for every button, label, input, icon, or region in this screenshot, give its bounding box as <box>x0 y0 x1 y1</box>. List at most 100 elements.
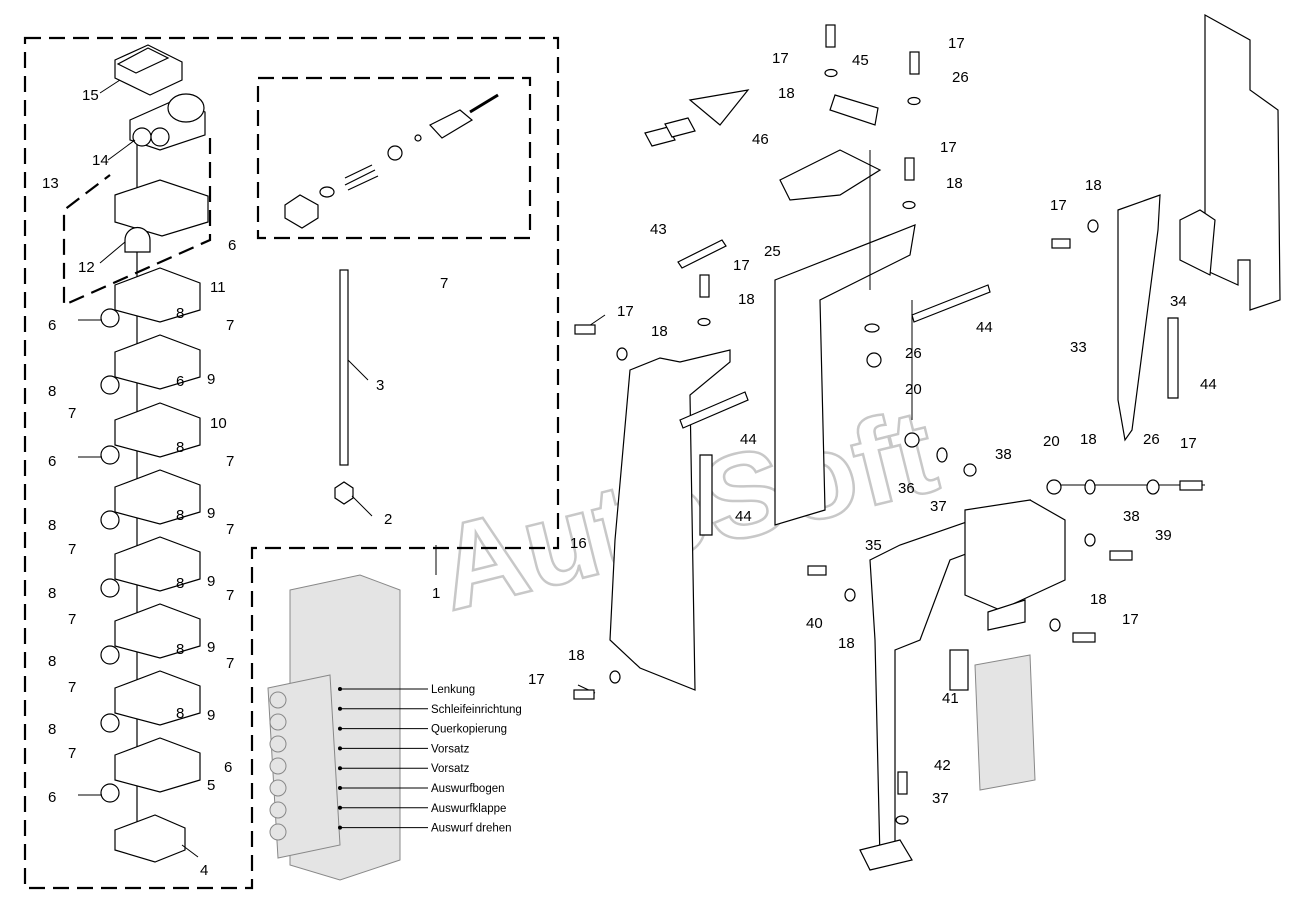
function-marker <box>338 786 342 790</box>
function-marker <box>338 746 342 751</box>
function-label: Auswurfklappe <box>431 803 506 815</box>
function-label: Auswurfbogen <box>431 783 505 795</box>
callout-41: 41 <box>942 690 959 707</box>
callout-18: 18 <box>568 647 585 664</box>
callout-35: 35 <box>865 537 882 554</box>
callout-10: 10 <box>210 415 227 432</box>
function-label: Vorsatz <box>431 763 470 775</box>
callout-18: 18 <box>1085 177 1102 194</box>
callout-7: 7 <box>440 275 448 292</box>
callout-2: 2 <box>384 511 392 528</box>
function-label: Schleifeinrichtung <box>431 704 522 716</box>
callout-44: 44 <box>740 431 757 448</box>
hardware <box>573 24 1203 825</box>
callout-26: 26 <box>952 69 969 86</box>
function-labels: LenkungSchleifeinrichtungQuerkopierungVo… <box>338 684 522 835</box>
callout-43: 43 <box>650 221 667 238</box>
nut-2 <box>334 481 354 505</box>
sleeve-41 <box>949 649 969 691</box>
valve-stack <box>100 44 209 863</box>
panel-34 <box>1204 13 1281 311</box>
strip-43 <box>677 239 727 269</box>
callout-3: 3 <box>376 377 384 394</box>
callout-7: 7 <box>226 587 234 604</box>
callout-16: 16 <box>570 535 587 552</box>
callout-25: 25 <box>764 243 781 260</box>
function-marker <box>338 766 342 771</box>
panel-16 <box>609 349 731 691</box>
callout-8: 8 <box>176 507 184 524</box>
callout-7: 7 <box>226 655 234 672</box>
callout-7: 7 <box>226 521 234 538</box>
callout-7: 7 <box>68 541 76 558</box>
bracket-46 <box>779 149 882 201</box>
function-marker <box>338 726 342 731</box>
callout-8: 8 <box>176 439 184 456</box>
function-marker <box>338 805 342 810</box>
callout-6: 6 <box>224 759 232 776</box>
callout-8: 8 <box>176 705 184 722</box>
callout-9: 9 <box>207 573 215 590</box>
block-12 <box>114 179 209 237</box>
callout-7: 7 <box>68 745 76 762</box>
function-marker <box>338 706 342 711</box>
function-label: Lenkung <box>431 684 475 696</box>
callout-8: 8 <box>176 575 184 592</box>
callout-13: 13 <box>42 175 59 192</box>
callout-15: 15 <box>82 87 99 104</box>
callout-17: 17 <box>948 35 965 52</box>
callout-6: 6 <box>48 453 56 470</box>
callout-17: 17 <box>1180 435 1197 452</box>
callout-8: 8 <box>48 585 56 602</box>
callout-8: 8 <box>176 641 184 658</box>
callout-6: 6 <box>48 789 56 806</box>
rod-3 <box>334 269 354 505</box>
plate-45 <box>829 94 879 126</box>
function-marker <box>338 687 342 691</box>
callout-17: 17 <box>1050 197 1067 214</box>
callout-7: 7 <box>68 611 76 628</box>
callout-46: 46 <box>752 131 769 148</box>
callout-8: 8 <box>176 305 184 322</box>
callout-44: 44 <box>735 508 752 525</box>
callout-6: 6 <box>176 373 184 390</box>
callout-26: 26 <box>905 345 922 362</box>
callout-17: 17 <box>733 257 750 274</box>
callout-20: 20 <box>905 381 922 398</box>
callout-20: 20 <box>1043 433 1060 450</box>
callout-36: 36 <box>898 480 915 497</box>
callout-17: 17 <box>940 139 957 156</box>
callout-4: 4 <box>200 862 208 879</box>
callout-7: 7 <box>226 317 234 334</box>
callout-8: 8 <box>48 653 56 670</box>
end-plate-4 <box>114 814 186 863</box>
callout-6: 6 <box>48 317 56 334</box>
callout-9: 9 <box>207 371 215 388</box>
callout-18: 18 <box>1090 591 1107 608</box>
callout-26: 26 <box>1143 431 1160 448</box>
callout-6: 6 <box>228 237 236 254</box>
callout-12: 12 <box>78 259 95 276</box>
detail-7-parts <box>284 93 499 229</box>
callout-9: 9 <box>207 707 215 724</box>
callout-38: 38 <box>995 446 1012 463</box>
callout-44: 44 <box>976 319 993 336</box>
callout-11: 11 <box>210 279 226 296</box>
callout-37: 37 <box>930 498 947 515</box>
callout-18: 18 <box>738 291 755 308</box>
valve-block-assembly-border <box>23 36 560 890</box>
mount-plate <box>964 499 1066 611</box>
cover-25 <box>774 224 916 526</box>
callout-17: 17 <box>1122 611 1139 628</box>
callout-14: 14 <box>92 152 109 169</box>
callout-45: 45 <box>852 52 869 69</box>
function-label: Querkopierung <box>431 724 507 736</box>
callout-38: 38 <box>1123 508 1140 525</box>
function-label: Auswurf drehen <box>431 823 512 835</box>
callout-7: 7 <box>68 679 76 696</box>
callout-7: 7 <box>226 453 234 470</box>
callout-8: 8 <box>48 721 56 738</box>
function-marker <box>338 825 342 830</box>
